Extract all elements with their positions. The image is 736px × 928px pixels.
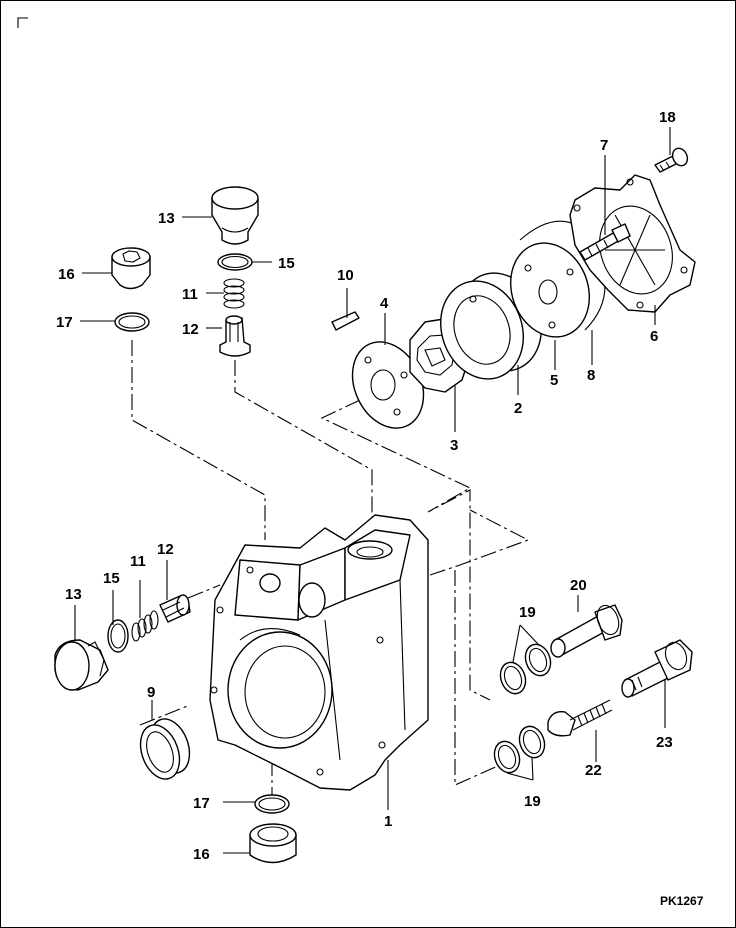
- bolt-18: [654, 147, 689, 173]
- shaft-7: [579, 223, 631, 261]
- callout-15-upper: 15: [278, 255, 295, 272]
- pump-housing: [209, 514, 429, 791]
- washer-19-d: [518, 725, 546, 759]
- plug-16-upper: [111, 247, 151, 290]
- callout-11-upper: 11: [182, 286, 198, 303]
- key-10: [331, 311, 360, 331]
- plug-13-upper: [211, 186, 259, 245]
- callout-4: 4: [380, 295, 389, 312]
- callout-7: 7: [600, 137, 608, 154]
- callout-19-lower: 19: [524, 793, 541, 810]
- callout-15-left: 15: [103, 570, 120, 587]
- spring-11-upper: [223, 278, 245, 309]
- callout-16-lower: 16: [193, 846, 210, 863]
- end-cover-6: [569, 174, 696, 313]
- callout-18: 18: [659, 109, 676, 126]
- leader-lines: [74, 127, 671, 854]
- callout-12-upper: 12: [182, 321, 199, 338]
- callout-17-lower: 17: [193, 795, 210, 812]
- washer-19-c: [493, 740, 521, 774]
- callout-22: 22: [585, 762, 602, 779]
- plug-13-left: [54, 639, 109, 691]
- callout-3: 3: [450, 437, 458, 454]
- callout-13-left: 13: [65, 586, 82, 603]
- cover-plate-5: [509, 242, 591, 338]
- washer-19-a: [499, 661, 527, 695]
- corner-mark: [17, 17, 28, 28]
- plug-16-lower: [249, 823, 297, 864]
- assembly-centerlines: [131, 340, 530, 795]
- callout-labels: 13 15 16 11 17 12 10 4 3 2 5 8 7 6 18 13…: [56, 109, 704, 908]
- valve-12-upper: [219, 315, 251, 357]
- outer-rotor-ring-2: [440, 272, 542, 380]
- drawing-code: PK1267: [660, 894, 704, 908]
- spring-11-left: [131, 610, 159, 642]
- union-fitting-23: [621, 639, 693, 698]
- union-bolt-20: [550, 604, 623, 658]
- callout-12-left: 12: [157, 541, 174, 558]
- callout-17-upper: 17: [56, 314, 73, 331]
- callout-2: 2: [514, 400, 522, 417]
- seal-ring-9: [139, 718, 191, 780]
- callout-5: 5: [550, 372, 558, 389]
- callout-6: 6: [650, 328, 658, 345]
- callout-19-upper: 19: [519, 604, 536, 621]
- callout-11-left: 11: [130, 553, 146, 570]
- callout-10: 10: [337, 267, 354, 284]
- valve-12-left: [159, 594, 191, 623]
- washer-19-b: [524, 643, 552, 677]
- callout-8: 8: [587, 367, 595, 384]
- relief-valve-22: [547, 699, 613, 737]
- side-plate-4: [351, 341, 425, 429]
- callout-13-upper: 13: [158, 210, 175, 227]
- callout-1: 1: [384, 813, 392, 830]
- callout-9: 9: [147, 684, 155, 701]
- callout-20: 20: [570, 577, 587, 594]
- callout-16-upper: 16: [58, 266, 75, 283]
- callout-23: 23: [656, 734, 673, 751]
